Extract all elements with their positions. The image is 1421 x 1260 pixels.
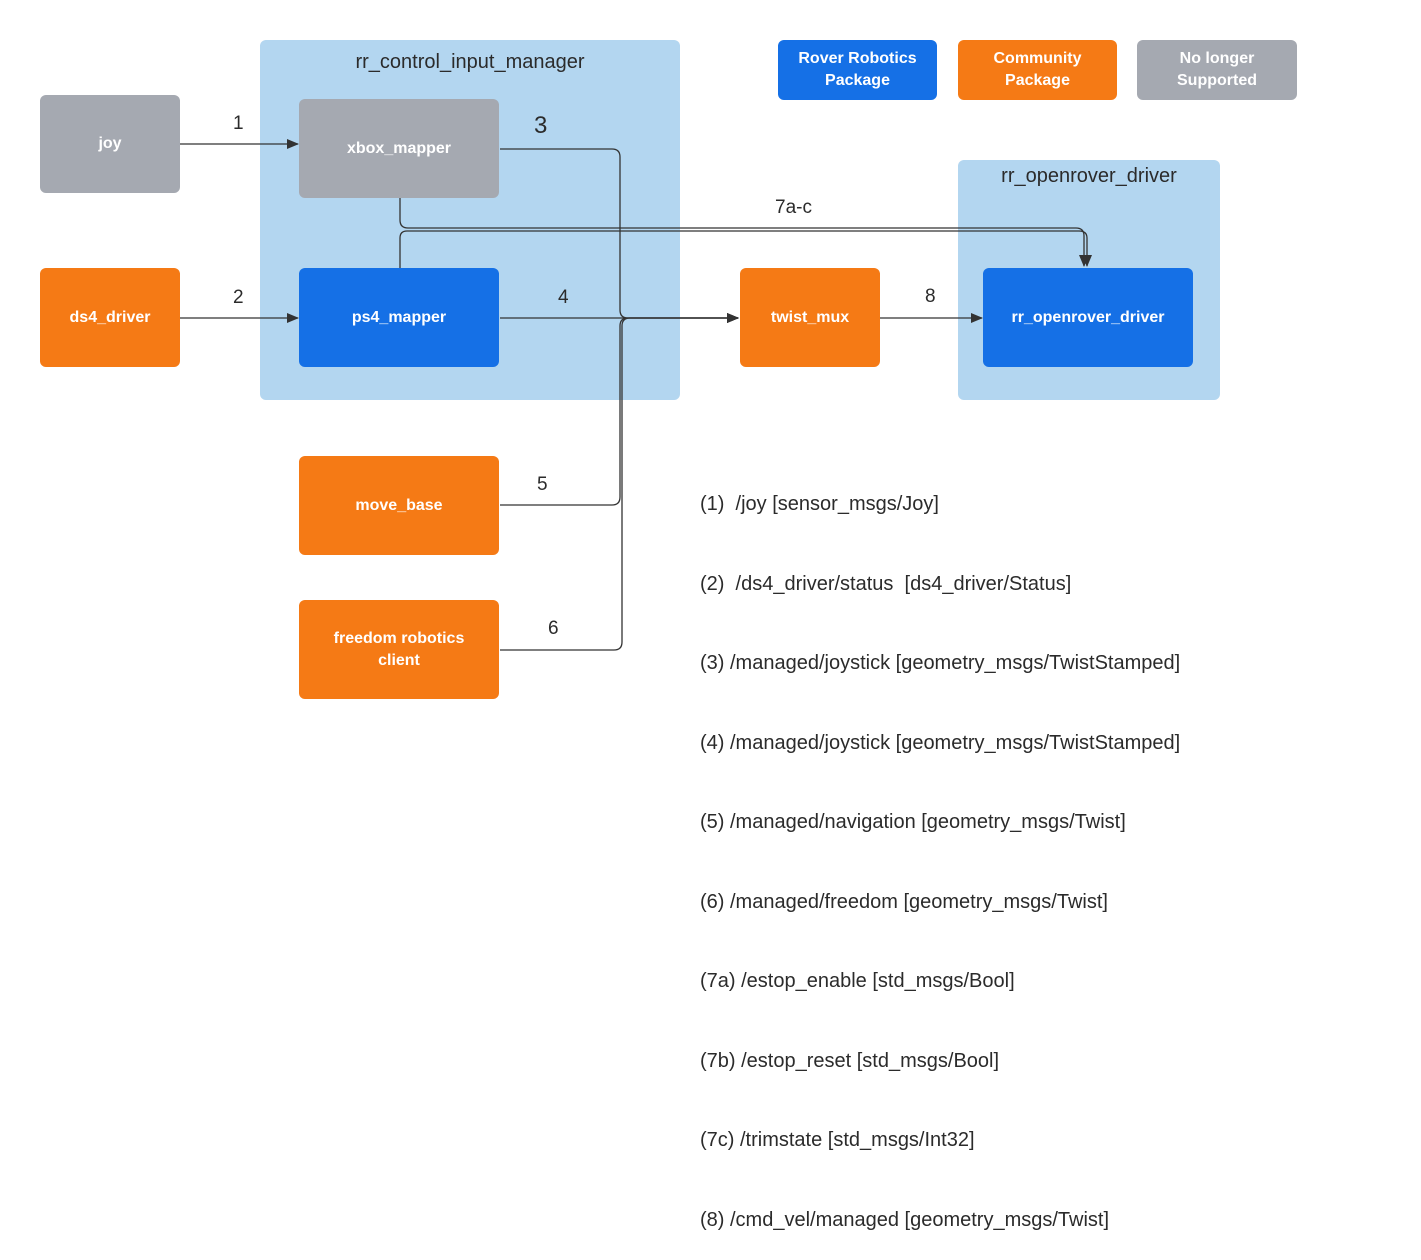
topic-item: (3) /managed/joystick [geometry_msgs/Twi… <box>700 652 1181 674</box>
node-ds4-driver: ds4_driver <box>40 268 180 367</box>
node-xbox-mapper: xbox_mapper <box>299 99 499 198</box>
topic-item: (5) /managed/navigation [geometry_msgs/T… <box>700 811 1126 833</box>
topic-item: (1) /joy [sensor_msgs/Joy] <box>700 493 939 515</box>
edge-label-1: 1 <box>233 113 244 134</box>
edge-label-7a-c: 7a-c <box>775 197 812 218</box>
edge-label-4: 4 <box>558 287 569 308</box>
node-joy: joy <box>40 95 180 193</box>
container-title-openrover: rr_openrover_driver <box>1001 165 1177 187</box>
topic-item: (4) /managed/joystick [geometry_msgs/Twi… <box>700 731 1181 754</box>
node-ps4-mapper: ps4_mapper <box>299 268 499 367</box>
topic-list: (1) /joy [sensor_msgs/Joy] (2) /ds4_driv… <box>700 438 1180 1260</box>
edge-label-5: 5 <box>537 474 548 495</box>
legend-rover-robotics: Rover Robotics Package <box>778 40 937 100</box>
topic-item: (6) /managed/freedom [geometry_msgs/Twis… <box>700 890 1108 913</box>
legend-no-longer-supported: No longer Supported <box>1137 40 1297 100</box>
node-move-base: move_base <box>299 456 499 555</box>
node-freedom-robotics-client: freedom robotics client <box>299 600 499 699</box>
edge-label-6: 6 <box>548 618 559 639</box>
legend-community: Community Package <box>958 40 1117 100</box>
node-twist-mux: twist_mux <box>740 268 880 367</box>
edge-label-2: 2 <box>233 287 244 308</box>
edge-label-8: 8 <box>925 286 936 307</box>
topic-item: (7b) /estop_reset [std_msgs/Bool] <box>700 1049 1000 1072</box>
container-title-input-manager: rr_control_input_manager <box>355 51 585 73</box>
topic-item: (7a) /estop_enable [std_msgs/Bool] <box>700 970 1015 992</box>
topic-item: (8) /cmd_vel/managed [geometry_msgs/Twis… <box>700 1208 1110 1231</box>
topic-item: (2) /ds4_driver/status [ds4_driver/Statu… <box>700 572 1072 595</box>
edge-label-3: 3 <box>534 112 548 139</box>
topic-item: (7c) /trimstate [std_msgs/Int32] <box>700 1129 975 1151</box>
node-rr-openrover-driver: rr_openrover_driver <box>983 268 1193 367</box>
